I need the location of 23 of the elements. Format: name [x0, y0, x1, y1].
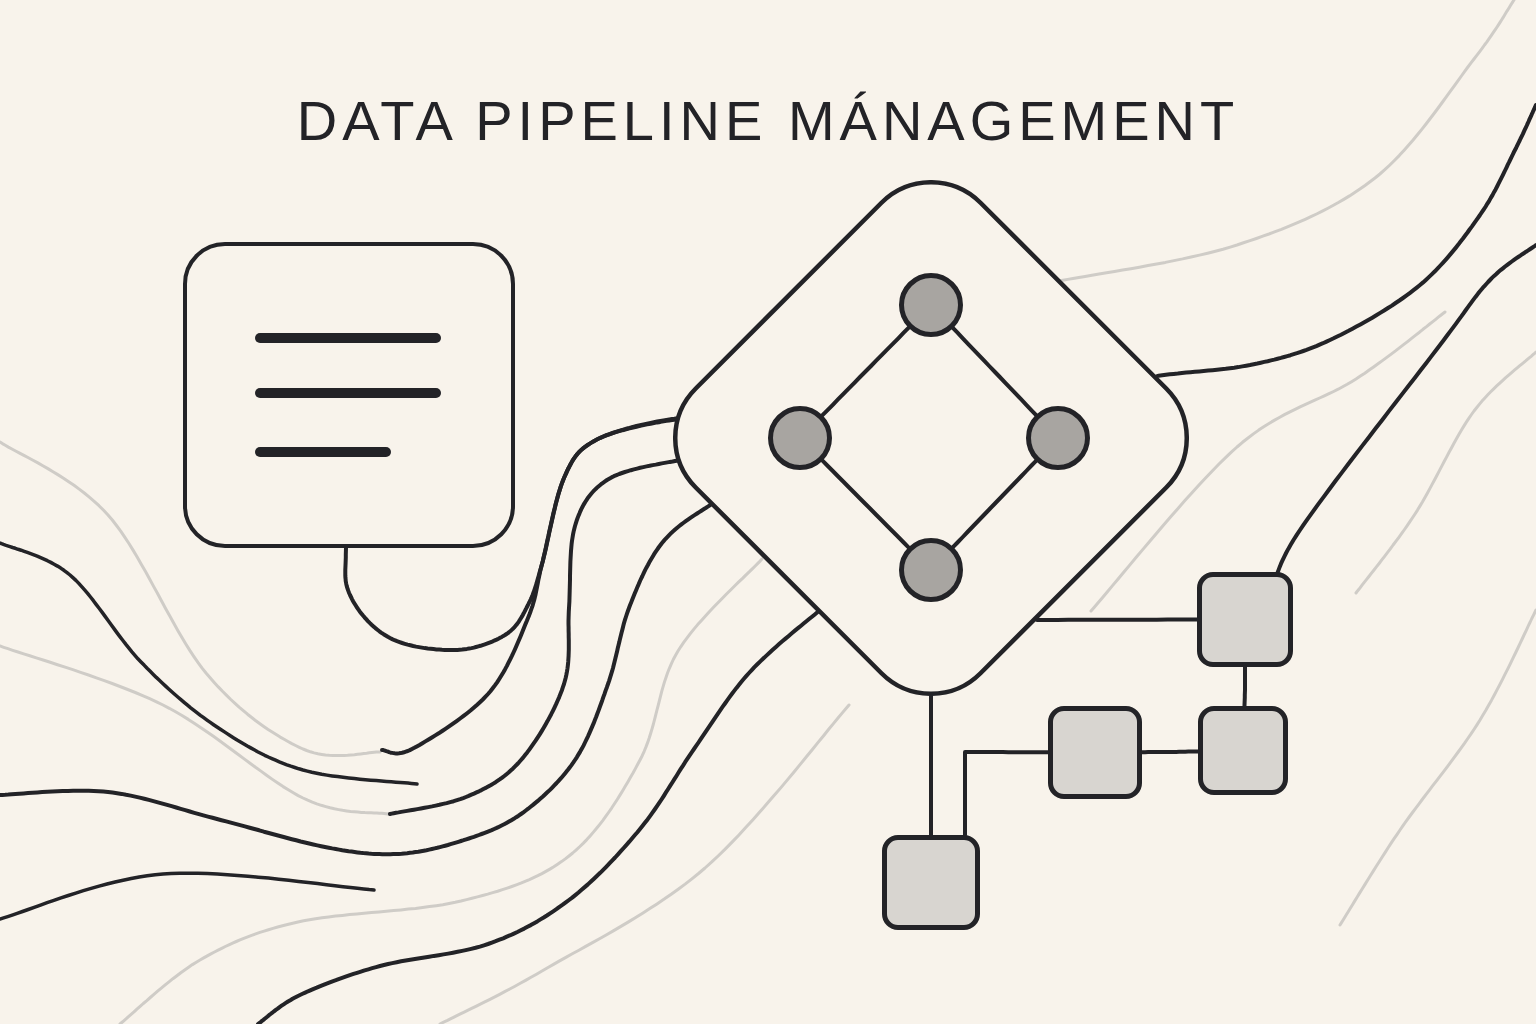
connector-line: [1275, 243, 1536, 574]
diamond-frame: [673, 180, 1189, 696]
connector-line: [0, 503, 713, 857]
message-box: [183, 242, 515, 548]
connector-line: [1140, 749, 1200, 755]
square-block: [1198, 706, 1288, 795]
connector-line: [256, 610, 820, 1024]
connector-line: [343, 417, 678, 652]
connector-line: [820, 458, 911, 550]
square-block: [1048, 706, 1142, 799]
connector-line: [820, 325, 911, 418]
connector-line: [1242, 665, 1247, 708]
diagram-title: DATA PIPELINE MÁNAGEMENT: [296, 90, 1240, 152]
connector-line: [1035, 617, 1199, 622]
connector-line: [951, 459, 1038, 549]
connector-line: [1155, 103, 1536, 379]
square-block: [882, 835, 980, 930]
connector-line: [951, 326, 1038, 417]
connector-line: [929, 694, 933, 837]
connector-line: [380, 416, 678, 756]
connector-line: [963, 750, 1050, 837]
connector-line: [388, 458, 679, 816]
square-block: [1197, 572, 1293, 667]
